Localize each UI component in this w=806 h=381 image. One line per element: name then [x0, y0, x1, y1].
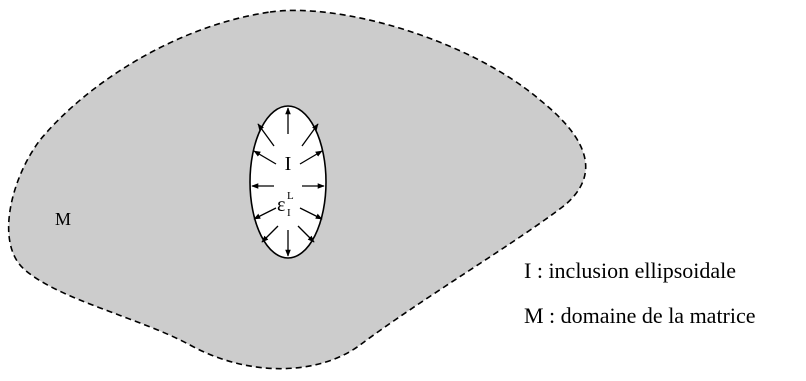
legend-inclusion: I : inclusion ellipsoidale: [524, 258, 737, 283]
strain-arrow-left-lower: [253, 207, 277, 220]
strain-arrow-upper-right: [301, 123, 319, 147]
strain-arrow-upper-left: [257, 123, 275, 147]
strain-subscript: I: [287, 207, 291, 219]
strain-arrow-left-upper: [253, 150, 277, 165]
strain-arrow-right-lower: [299, 207, 323, 220]
strain-arrows: [251, 107, 325, 257]
strain-arrow-right-upper: [299, 150, 323, 165]
inclusion-label: I: [285, 153, 292, 175]
legend-matrix: M : domaine de la matrice: [524, 303, 756, 328]
strain-symbol: ε: [277, 194, 285, 216]
strain-arrow-lower-right: [297, 225, 315, 243]
strain-arrow-lower-left: [261, 225, 279, 243]
strain-superscript: L: [287, 190, 294, 202]
inclusion-ellipse: [249, 105, 327, 259]
matrix-label: M: [55, 209, 71, 229]
